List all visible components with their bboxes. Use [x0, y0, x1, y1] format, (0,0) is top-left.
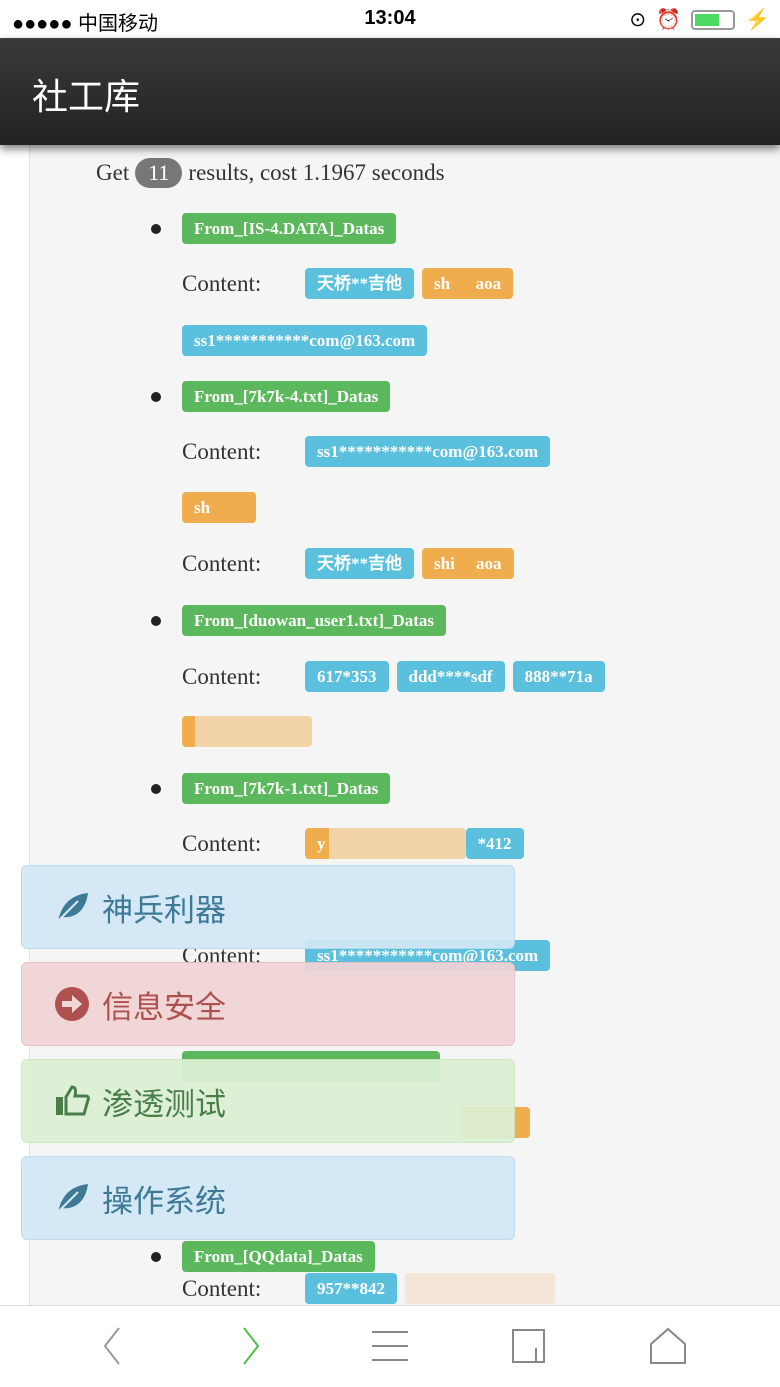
content-label: Content:	[182, 550, 262, 576]
tag: 天桥**吉他	[305, 548, 414, 579]
redacted-tag	[405, 1273, 555, 1304]
content-label: Content:	[182, 830, 262, 856]
content-label: Content:	[182, 663, 262, 689]
content-label: Content:	[182, 270, 262, 296]
source-label: From_[duowan_user1.txt]_Datas	[182, 605, 447, 636]
status-bar: ●●●●● 中国移动 13:04 ⊙ ⏰ ⚡	[0, 0, 780, 38]
forward-button[interactable]	[230, 1326, 270, 1366]
tag: ss1***********com@163.com	[182, 325, 428, 356]
tag: *412	[465, 828, 524, 859]
source-label: From_[7k7k-4.txt]_Datas	[182, 381, 391, 412]
menu-item-pentest[interactable]: 渗透测试	[21, 1059, 515, 1143]
tag: 888**71a	[512, 661, 605, 692]
browser-toolbar	[0, 1305, 780, 1387]
clock: 13:04	[364, 7, 416, 29]
arrow-circle-right-icon	[55, 987, 89, 1021]
summary-prefix: Get	[96, 160, 130, 185]
carrier: ●●●●● 中国移动	[12, 13, 158, 35]
content-label: Content:	[182, 1275, 262, 1301]
menu-label: 神兵利器	[102, 892, 226, 929]
source-label: From_[QQdata]_Datas	[182, 1241, 375, 1272]
tag: y	[305, 828, 466, 859]
chevron-left-icon	[103, 1327, 120, 1365]
tabs-icon	[512, 1329, 545, 1363]
menu-item-os[interactable]: 操作系统	[21, 1156, 515, 1240]
menu-item-infosec[interactable]: 信息安全	[21, 962, 515, 1046]
bullet	[151, 616, 161, 626]
battery-icon	[691, 9, 736, 30]
bullet	[151, 1252, 161, 1262]
tag: 957**842	[305, 1273, 397, 1304]
menu-button[interactable]	[370, 1326, 410, 1366]
bullet	[151, 784, 161, 794]
bullet	[151, 224, 161, 234]
hamburger-icon	[372, 1331, 408, 1361]
bullet	[151, 392, 161, 402]
tag: 617*353	[305, 661, 389, 692]
leaf-icon	[57, 893, 88, 922]
menu-label: 渗透测试	[102, 1086, 226, 1123]
alarm-icon: ⏰	[656, 9, 682, 31]
home-icon	[650, 1327, 686, 1364]
menu-label: 信息安全	[102, 989, 226, 1026]
tag: sh	[182, 492, 257, 523]
leaf-icon	[57, 1184, 88, 1213]
chevron-right-icon	[243, 1327, 260, 1365]
tabs-button[interactable]	[510, 1326, 550, 1366]
thumbs-up-icon	[56, 1085, 90, 1116]
rotation-lock-icon: ⊙	[629, 9, 647, 31]
content-label: Content:	[182, 438, 262, 464]
page-title: 社工库	[32, 77, 141, 118]
home-button[interactable]	[648, 1326, 688, 1366]
charging-icon: ⚡	[745, 9, 770, 31]
tag: shi aoa	[422, 548, 514, 579]
summary-suffix: results, cost 1.1967 seconds	[188, 160, 445, 185]
tag: ss1***********com@163.com	[305, 436, 551, 467]
redacted-tag	[182, 716, 312, 747]
results-summary: Get 11 results, cost 1.1967 seconds	[96, 158, 445, 188]
results-count-badge: 11	[135, 158, 183, 188]
menu-item-tools[interactable]: 神兵利器	[21, 865, 515, 949]
app-header: 社工库	[0, 38, 780, 145]
tag: 天桥**吉他	[305, 268, 414, 299]
tag: ddd****sdf	[396, 661, 505, 692]
menu-label: 操作系统	[102, 1183, 226, 1220]
source-label: From_[IS-4.DATA]_Datas	[182, 213, 397, 244]
source-label: From_[7k7k-1.txt]_Datas	[182, 773, 391, 804]
tag: sh aoa	[422, 268, 514, 299]
back-button[interactable]	[93, 1326, 133, 1366]
